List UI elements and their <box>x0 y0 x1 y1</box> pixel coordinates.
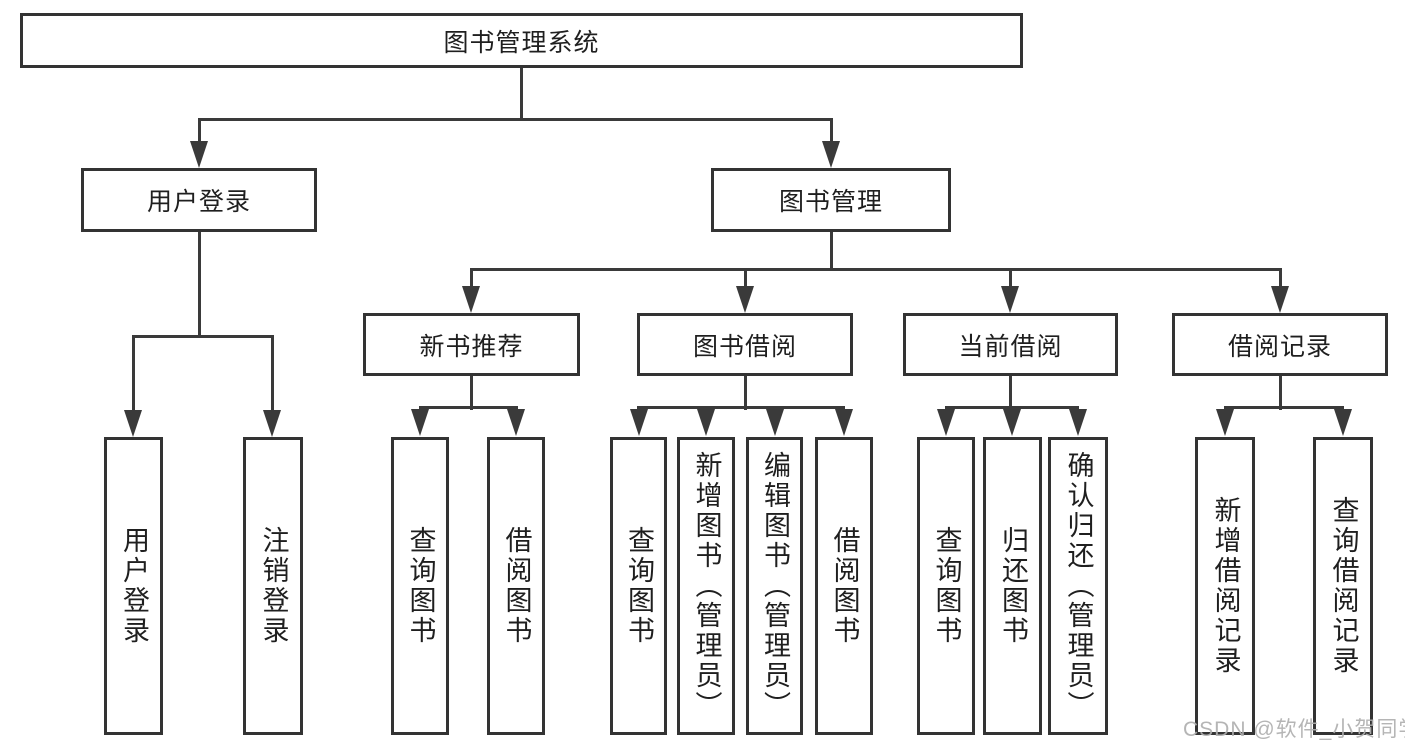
leaf-return-book-label: 归还图书 <box>998 526 1028 646</box>
leaf-query-books-2-label: 查询图书 <box>624 526 654 646</box>
arrow-down-icon <box>822 141 840 168</box>
leaf-query-books-3: 查询图书 <box>917 437 975 735</box>
node-current-borrowing-label: 当前借阅 <box>958 332 1063 361</box>
arrow-down-icon <box>937 409 955 436</box>
connector <box>198 118 833 121</box>
leaf-confirm-return-admin: 确认归还（管理员） <box>1048 437 1108 735</box>
arrow-down-icon <box>1003 409 1021 436</box>
connector <box>520 67 523 120</box>
connector <box>1224 406 1344 409</box>
leaf-logout-label: 注销登录 <box>258 526 289 646</box>
leaf-return-book: 归还图书 <box>983 437 1042 735</box>
leaf-query-borrow-record-label: 查询借阅记录 <box>1328 496 1359 676</box>
connector <box>132 335 135 413</box>
connector <box>271 335 274 413</box>
connector <box>830 118 833 146</box>
watermark: CSDN @软件_小贺同学 <box>1183 718 1405 741</box>
arrow-down-icon <box>1001 286 1019 313</box>
connector <box>744 374 747 410</box>
connector <box>419 406 518 409</box>
leaf-borrow-books-1: 借阅图书 <box>487 437 545 735</box>
node-user-login-label: 用户登录 <box>146 188 251 216</box>
connector <box>637 406 845 409</box>
leaf-borrow-books-1-label: 借阅图书 <box>501 526 532 646</box>
node-root: 图书管理系统 <box>20 13 1023 68</box>
leaf-add-borrow-record-label: 新增借阅记录 <box>1210 496 1241 676</box>
leaf-borrow-books-2-label: 借阅图书 <box>829 526 860 646</box>
arrow-down-icon <box>462 286 480 313</box>
arrow-down-icon <box>1271 286 1289 313</box>
arrow-down-icon <box>1334 409 1352 436</box>
leaf-logout: 注销登录 <box>243 437 303 735</box>
connector <box>132 335 274 338</box>
connector <box>198 118 201 146</box>
leaf-query-books-1: 查询图书 <box>391 437 449 735</box>
leaf-confirm-return-admin-label: 确认归还（管理员） <box>1063 451 1094 721</box>
arrow-down-icon <box>630 409 648 436</box>
leaf-borrow-books-2: 借阅图书 <box>815 437 873 735</box>
leaf-add-book-admin-label: 新增图书（管理员） <box>691 451 722 721</box>
connector <box>470 268 1282 271</box>
node-book-borrowing: 图书借阅 <box>637 313 853 376</box>
connector <box>1009 374 1012 410</box>
connector <box>1009 268 1012 290</box>
node-new-book-recommend-label: 新书推荐 <box>419 332 524 361</box>
leaf-edit-book-admin: 编辑图书（管理员） <box>746 437 803 735</box>
leaf-user-login-label: 用户登录 <box>119 526 149 646</box>
connector <box>945 406 1079 409</box>
connector <box>1279 268 1282 290</box>
arrow-down-icon <box>1069 409 1087 436</box>
node-root-label: 图书管理系统 <box>443 28 600 57</box>
arrow-down-icon <box>766 409 784 436</box>
arrow-down-icon <box>697 409 715 436</box>
arrow-down-icon <box>1216 409 1234 436</box>
leaf-query-books-3-label: 查询图书 <box>931 526 962 646</box>
connector <box>470 374 473 410</box>
node-new-book-recommend: 新书推荐 <box>363 313 580 376</box>
leaf-query-borrow-record: 查询借阅记录 <box>1313 437 1373 735</box>
node-borrow-records: 借阅记录 <box>1172 313 1388 376</box>
arrow-down-icon <box>736 286 754 313</box>
leaf-edit-book-admin-label: 编辑图书（管理员） <box>760 451 790 721</box>
connector <box>744 268 747 290</box>
node-user-login: 用户登录 <box>81 168 317 232</box>
node-book-management: 图书管理 <box>711 168 951 232</box>
leaf-query-books-2: 查询图书 <box>610 437 667 735</box>
arrow-down-icon <box>190 141 208 168</box>
node-book-management-label: 图书管理 <box>778 188 883 216</box>
connector <box>1279 374 1282 410</box>
connector <box>198 231 201 337</box>
arrow-down-icon <box>411 409 429 436</box>
node-borrow-records-label: 借阅记录 <box>1227 332 1332 361</box>
node-current-borrowing: 当前借阅 <box>903 313 1118 376</box>
leaf-add-book-admin: 新增图书（管理员） <box>677 437 735 735</box>
connector <box>470 268 473 290</box>
leaf-add-borrow-record: 新增借阅记录 <box>1195 437 1255 735</box>
arrow-down-icon <box>124 410 142 437</box>
arrow-down-icon <box>507 409 525 436</box>
arrow-down-icon <box>263 410 281 437</box>
leaf-user-login: 用户登录 <box>104 437 163 735</box>
node-book-borrowing-label: 图书借阅 <box>692 332 797 361</box>
arrow-down-icon <box>835 409 853 436</box>
connector <box>830 231 833 271</box>
leaf-query-books-1-label: 查询图书 <box>405 526 436 646</box>
